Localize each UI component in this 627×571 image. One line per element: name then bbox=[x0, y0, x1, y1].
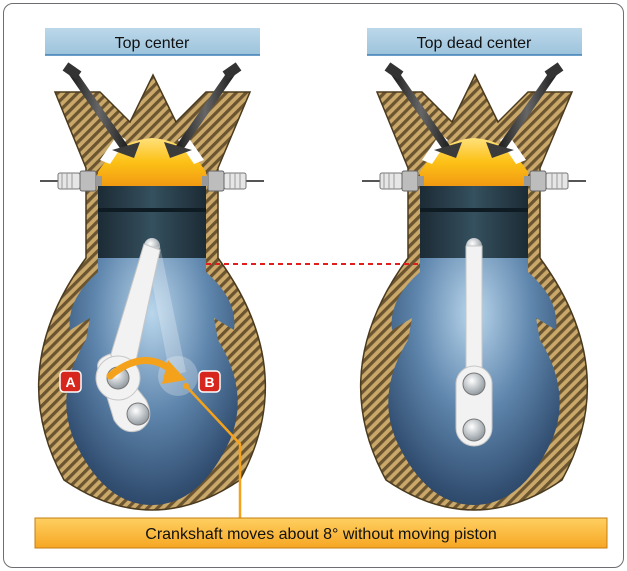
left-crankshaft-icon bbox=[127, 403, 149, 425]
right-crankpin-icon bbox=[463, 373, 485, 395]
left-spark-plug-left bbox=[40, 171, 102, 191]
left-title: Top center bbox=[115, 35, 190, 52]
marker-b: B bbox=[199, 371, 220, 392]
left-title-box: Top center bbox=[45, 28, 260, 55]
callout-box: Crankshaft moves about 8° without moving… bbox=[35, 518, 607, 548]
right-engine: Top dead center bbox=[361, 28, 588, 510]
right-crankshaft-icon bbox=[463, 419, 485, 441]
right-spark-plug-right bbox=[524, 171, 586, 191]
right-title-box: Top dead center bbox=[367, 28, 582, 55]
left-spark-plug-right bbox=[202, 171, 264, 191]
svg-text:A: A bbox=[65, 374, 75, 390]
callout-text: Crankshaft moves about 8° without moving… bbox=[145, 526, 496, 543]
right-title: Top dead center bbox=[417, 35, 532, 52]
left-engine: Top center bbox=[39, 28, 266, 510]
right-spark-plug-left bbox=[362, 171, 424, 191]
marker-a: A bbox=[60, 371, 81, 392]
right-connecting-rod bbox=[466, 246, 482, 386]
svg-text:B: B bbox=[204, 374, 214, 390]
